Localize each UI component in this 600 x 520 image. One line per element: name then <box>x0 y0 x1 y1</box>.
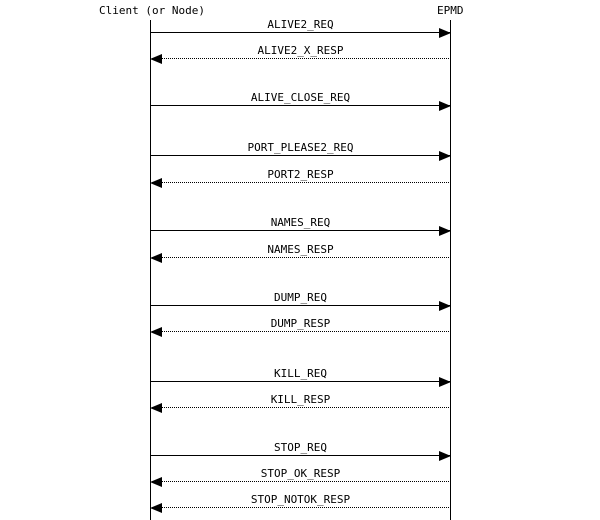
arrow-line <box>150 377 451 387</box>
message-label: STOP_OK_RESP <box>260 467 341 480</box>
message-names-req: NAMES_REQ <box>150 217 451 239</box>
arrowhead-icon <box>439 377 451 387</box>
message-label: DUMP_REQ <box>274 291 327 304</box>
arrow-line <box>150 54 451 64</box>
lifeline-epmd <box>450 20 451 520</box>
arrow-line <box>150 178 451 188</box>
arrowhead-icon <box>150 403 162 413</box>
arrow-line <box>150 28 451 38</box>
message-label: ALIVE_CLOSE_REQ <box>250 91 351 104</box>
message-kill-req: KILL_REQ <box>150 368 451 390</box>
arrowhead-icon <box>150 54 162 64</box>
message-kill-resp: KILL_RESP <box>150 394 451 416</box>
message-stop-req: STOP_REQ <box>150 442 451 464</box>
arrowhead-icon <box>439 151 451 161</box>
message-label: ALIVE2_X_RESP <box>257 44 344 57</box>
message-stop-ok-resp: STOP_OK_RESP <box>150 468 451 490</box>
arrow-line <box>150 503 451 513</box>
message-label: NAMES_RESP <box>267 243 334 256</box>
arrow-line <box>150 327 451 337</box>
arrow-line <box>150 477 451 487</box>
arrow-line <box>150 226 451 236</box>
arrowhead-icon <box>150 253 162 263</box>
message-alive-close-req: ALIVE_CLOSE_REQ <box>150 92 451 114</box>
arrowhead-icon <box>439 451 451 461</box>
message-label: ALIVE2_REQ <box>267 18 334 31</box>
message-label: KILL_RESP <box>270 393 331 406</box>
message-dump-resp: DUMP_RESP <box>150 318 451 340</box>
message-alive2-req: ALIVE2_REQ <box>150 19 451 41</box>
arrow-line <box>150 151 451 161</box>
actor-label-client: Client (or Node) <box>99 4 205 17</box>
arrow-line <box>150 101 451 111</box>
message-stop-notok-resp: STOP_NOTOK_RESP <box>150 494 451 516</box>
lifeline-client <box>150 20 151 520</box>
arrowhead-icon <box>150 477 162 487</box>
arrowhead-icon <box>150 178 162 188</box>
actor-label-epmd: EPMD <box>437 4 464 17</box>
message-label: KILL_REQ <box>274 367 327 380</box>
arrow-line <box>150 451 451 461</box>
arrow-line <box>150 403 451 413</box>
message-label: NAMES_REQ <box>270 216 331 229</box>
message-port-please2-req: PORT_PLEASE2_REQ <box>150 142 451 164</box>
message-names-resp: NAMES_RESP <box>150 244 451 266</box>
message-alive2-x-resp: ALIVE2_X_RESP <box>150 45 451 67</box>
arrow-line <box>150 253 451 263</box>
message-dump-req: DUMP_REQ <box>150 292 451 314</box>
message-label: PORT2_RESP <box>267 168 334 181</box>
arrowhead-icon <box>150 503 162 513</box>
arrow-line <box>150 301 451 311</box>
message-label: DUMP_RESP <box>270 317 331 330</box>
message-label: STOP_REQ <box>274 441 327 454</box>
arrowhead-icon <box>439 226 451 236</box>
arrowhead-icon <box>150 327 162 337</box>
message-label: PORT_PLEASE2_REQ <box>247 141 354 154</box>
arrowhead-icon <box>439 28 451 38</box>
arrowhead-icon <box>439 101 451 111</box>
message-label: STOP_NOTOK_RESP <box>250 493 351 506</box>
message-port2-resp: PORT2_RESP <box>150 169 451 191</box>
arrowhead-icon <box>439 301 451 311</box>
